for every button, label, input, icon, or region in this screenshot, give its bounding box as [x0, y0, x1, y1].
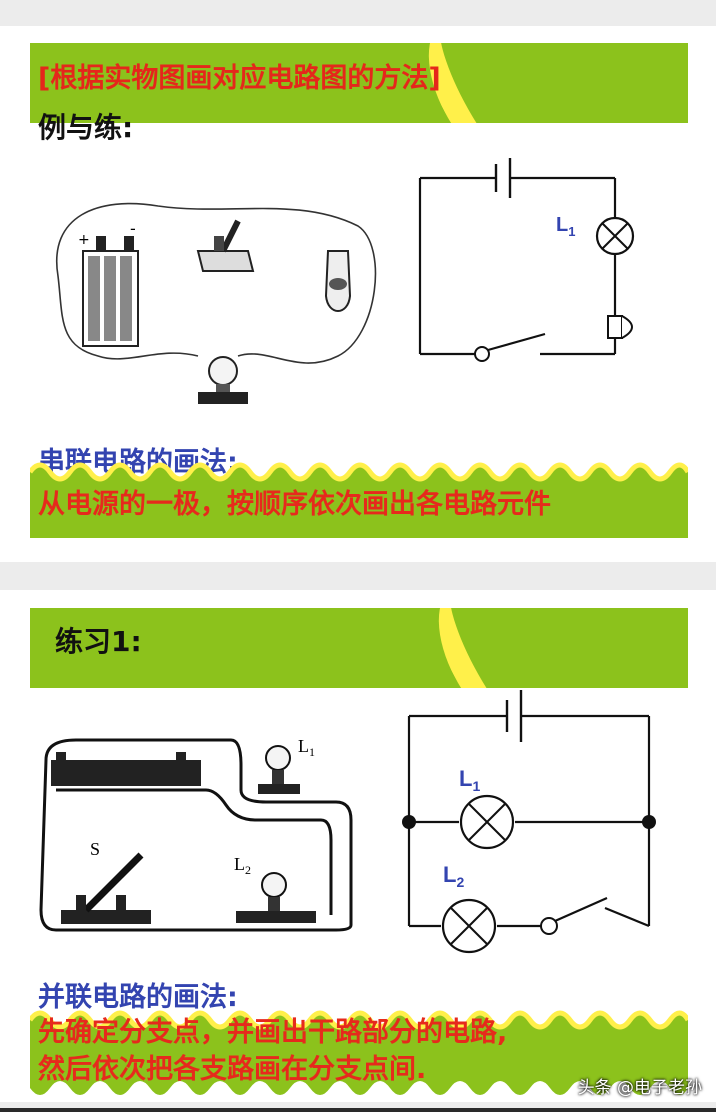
title-band [30, 43, 688, 123]
slide-series-circuit: [根据实物图画对应电路图的方法] 例与练: + - [0, 26, 716, 562]
battery-icon [82, 236, 139, 347]
lamp-label-l1: L1 [556, 214, 575, 239]
knife-switch-icon [196, 219, 255, 272]
plus-label: + [78, 232, 90, 248]
lamp-symbol [595, 216, 635, 256]
bottom-rule [0, 1108, 716, 1112]
wavy-green-band [30, 458, 688, 538]
minus-label: - [130, 219, 136, 238]
series-schematic: L1 [410, 156, 650, 371]
bell-icon [324, 250, 352, 312]
parallel-schematic: L1 L2 [395, 686, 665, 966]
push-button-symbol [607, 315, 633, 339]
watermark-text: 头条 @电子老孙 [577, 1078, 702, 1098]
photo-label-l1: L1 [298, 736, 315, 759]
slide2-title: 练习1: [55, 625, 142, 658]
photo-label-s: S [90, 839, 100, 859]
parallel-method-label: 并联电路的画法: [38, 982, 238, 1013]
junction-left [402, 815, 416, 829]
parallel-method-line2: 然后依次把各支路画在分支点间. [38, 1054, 427, 1085]
battery-pack-icon [51, 752, 201, 786]
lamp-l2-symbol [441, 898, 497, 954]
bulb-l1-icon [258, 745, 300, 794]
switch-s-symbol [540, 896, 608, 935]
physical-circuit-image: + - [38, 156, 383, 406]
bulb-icon [198, 356, 248, 404]
switch-symbol [474, 332, 546, 362]
slide-subtitle: 例与练: [38, 111, 134, 144]
schem-label-l2: L2 [443, 862, 464, 890]
slide-parallel-circuit: 练习1: L1 L2 [0, 590, 716, 1102]
yellow-swoosh-2 [417, 608, 565, 688]
parallel-method-line1: 先确定分支点，并画出干路部分的电路, [38, 1017, 508, 1048]
title-band-2 [30, 608, 688, 688]
junction-right [642, 815, 656, 829]
schem-label-l1: L1 [459, 766, 480, 794]
physical-parallel-image: L1 L2 S [36, 730, 366, 950]
knife-switch-s-icon [61, 852, 151, 924]
lamp-l1-symbol [459, 794, 515, 850]
wavy-green-band-2 [30, 1006, 688, 1102]
slide-title: [根据实物图画对应电路图的方法] [38, 63, 441, 94]
bulb-l2-icon [236, 872, 316, 923]
photo-label-l2: L2 [234, 854, 251, 877]
series-method-text: 从电源的一极，按顺序依次画出各电路元件 [38, 489, 551, 520]
